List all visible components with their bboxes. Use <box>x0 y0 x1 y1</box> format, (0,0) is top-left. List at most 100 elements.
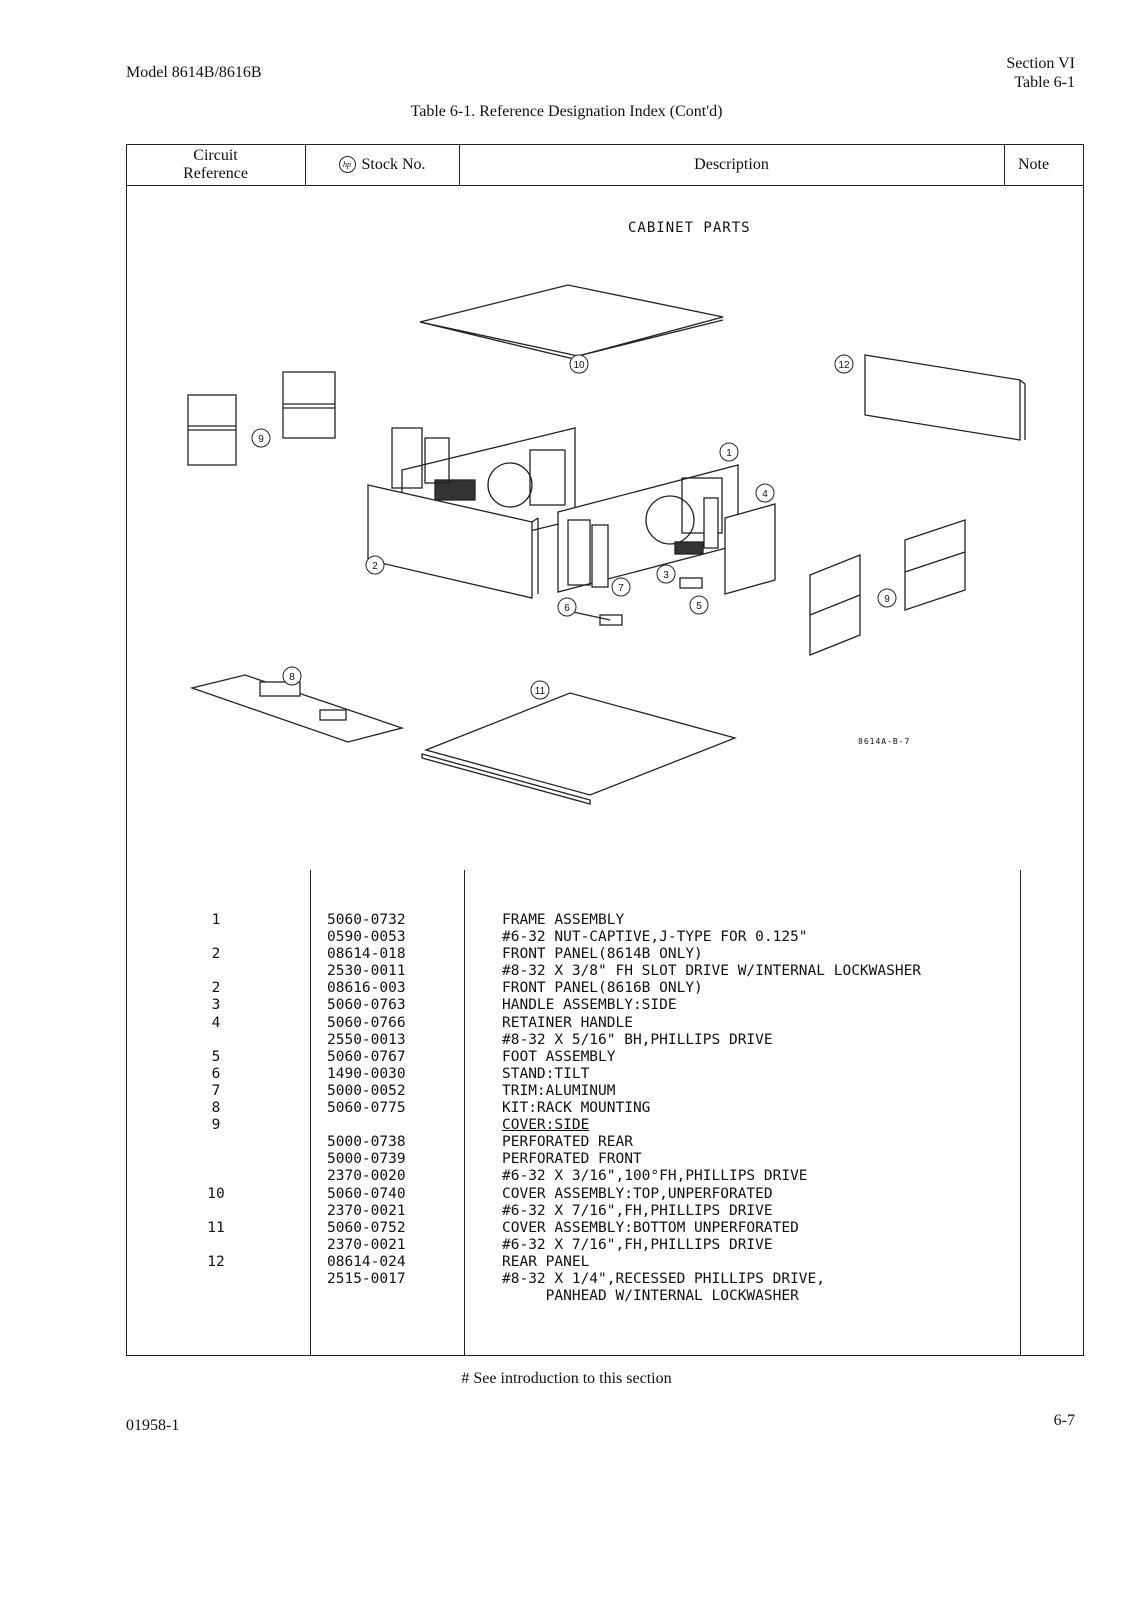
callout-7: 7 <box>611 577 631 597</box>
description-cell: PERFORATED REAR <box>502 1134 633 1151</box>
description-cell: REAR PANEL <box>502 1253 590 1270</box>
description-cell: #6-32 X 7/16",FH,PHILLIPS DRIVE <box>502 1236 773 1253</box>
description-list: FRAME ASSEMBLY #6-32 NUT-CAPTIVE,J-TYPE … <box>502 912 921 1305</box>
ref-cell: 7 <box>211 1082 221 1099</box>
stock-cell: 5060-0766 <box>327 1014 406 1031</box>
stock-cell: 2370-0021 <box>327 1202 406 1219</box>
side-cover-left <box>187 371 336 466</box>
ref-cell: 3 <box>211 997 221 1014</box>
ref-cell: 2 <box>211 980 221 997</box>
stock-cell: 0590-0053 <box>327 929 406 946</box>
callout-12: 12 <box>834 354 854 374</box>
figure-heading: CABINET PARTS <box>628 220 751 236</box>
description-cell: KIT:RACK MOUNTING <box>502 1100 651 1117</box>
svg-text:9: 9 <box>258 434 264 445</box>
hp-logo-icon: hp <box>338 156 356 173</box>
callout-10: 10 <box>569 354 589 374</box>
description-cell: RETAINER HANDLE <box>502 1014 633 1031</box>
callout-6: 6 <box>557 597 577 617</box>
header-note: Note <box>1004 144 1084 186</box>
svg-text:12: 12 <box>838 360 850 371</box>
figure-code: 8614A-B-7 <box>858 737 911 746</box>
svg-text:4: 4 <box>762 489 768 500</box>
description-cell: FRAME ASSEMBLY <box>502 912 625 928</box>
description-cell: COVER ASSEMBLY:BOTTOM UNPERFORATED <box>502 1219 799 1236</box>
stock-cell: 5000-0738 <box>327 1134 406 1151</box>
callout-5: 5 <box>689 595 709 615</box>
description-cell: #8-32 X 3/8" FH SLOT DRIVE W/INTERNAL LO… <box>502 963 922 980</box>
ref-cell: 5 <box>211 1048 221 1065</box>
stock-cell: 5000-0739 <box>327 1151 406 1168</box>
section-label: Section VI Table 6-1 <box>1006 54 1075 92</box>
document-id: 01958-1 <box>126 1417 180 1434</box>
ref-cell <box>196 1032 236 1049</box>
svg-text:11: 11 <box>535 686 546 697</box>
stock-cell: 08616-003 <box>327 980 406 997</box>
ref-cell <box>196 1203 236 1220</box>
callout-9a: 9 <box>251 428 271 448</box>
stock-cell: 5060-0775 <box>327 1100 406 1117</box>
stock-cell: 08614-018 <box>327 946 406 963</box>
callout-2: 2 <box>365 555 385 575</box>
page-number: 6-7 <box>1053 1412 1075 1429</box>
cabinet-exploded-figure: 1 2 3 4 5 6 7 8 9 9 10 11 12 <box>187 284 1026 805</box>
stock-cell <box>327 1288 406 1305</box>
description-cell: #8-32 X 5/16" BH,PHILLIPS DRIVE <box>502 1031 773 1048</box>
ref-cell: 6 <box>211 1065 221 1082</box>
svg-text:3: 3 <box>663 570 669 581</box>
description-cell: PANHEAD W/INTERNAL LOCKWASHER <box>502 1288 799 1305</box>
stock-cell: 5060-0767 <box>327 1048 406 1065</box>
callout-1: 1 <box>719 442 739 462</box>
callout-4: 4 <box>755 483 775 503</box>
ref-cell <box>196 963 236 980</box>
ref-cell: 4 <box>211 1014 221 1031</box>
ref-cell <box>196 1134 236 1151</box>
callout-8: 8 <box>282 666 302 686</box>
description-cell: #6-32 X 3/16",100°FH,PHILLIPS DRIVE <box>502 1168 808 1185</box>
circuit-reference-list: 1 2 2 3 4 5 6 7 8 9 10 11 12 <box>196 912 236 1305</box>
description-cell: TRIM:ALUMINUM <box>502 1082 616 1099</box>
stock-cell: 2550-0013 <box>327 1031 406 1048</box>
stock-cell: 5000-0052 <box>327 1082 406 1099</box>
stock-cell: 2530-0011 <box>327 963 406 980</box>
header-description: Description <box>459 144 1005 186</box>
rack-kit-part <box>189 674 405 743</box>
ref-cell: 12 <box>207 1253 225 1270</box>
header-stock-label: Stock No. <box>361 155 426 173</box>
description-cell: PERFORATED FRONT <box>502 1151 642 1168</box>
header-circuit-line2: Reference <box>183 164 248 182</box>
section-name: Section VI <box>1006 55 1075 72</box>
description-cell: COVER:SIDE <box>502 1117 590 1134</box>
header-circuit-line1: Circuit <box>193 146 238 164</box>
table-title: Table 6-1. Reference Designation Index (… <box>410 103 723 120</box>
column-divider-2 <box>464 870 465 1356</box>
ref-cell <box>196 1271 236 1288</box>
stock-cell: 08614-024 <box>327 1253 406 1270</box>
description-cell: HANDLE ASSEMBLY:SIDE <box>502 997 677 1014</box>
stock-cell: 5060-0752 <box>327 1219 406 1236</box>
svg-text:2: 2 <box>372 561 378 572</box>
header-circuit-reference: Circuit Reference <box>126 144 306 186</box>
ref-cell: 8 <box>211 1100 221 1117</box>
ref-cell: 1 <box>211 912 221 928</box>
table-reference: Table 6-1 <box>1014 74 1075 91</box>
stock-cell: 5060-0763 <box>327 997 406 1014</box>
column-divider-1 <box>310 870 311 1356</box>
retainer-part <box>724 503 776 595</box>
stock-cell: 5060-0732 <box>327 912 406 928</box>
callout-3: 3 <box>656 564 676 584</box>
stock-number-list: 5060-0732 0590-0053 08614-018 2530-0011 … <box>327 912 406 1305</box>
stock-cell: 5060-0740 <box>327 1185 406 1202</box>
footnote: # See introduction to this section <box>461 1370 672 1387</box>
bottom-cover-part <box>421 692 738 805</box>
ref-cell: 10 <box>207 1185 225 1202</box>
ref-cell <box>196 1151 236 1168</box>
foot-part <box>599 577 703 626</box>
svg-text:8: 8 <box>289 672 295 683</box>
handle-part <box>591 497 719 588</box>
description-cell: FRONT PANEL(8616B ONLY) <box>502 980 703 997</box>
side-cover-right <box>809 519 966 656</box>
figure-callouts: 1 2 3 4 5 6 7 8 9 9 10 11 12 <box>251 354 897 700</box>
callout-9b: 9 <box>877 588 897 608</box>
stock-cell: 1490-0030 <box>327 1065 406 1082</box>
